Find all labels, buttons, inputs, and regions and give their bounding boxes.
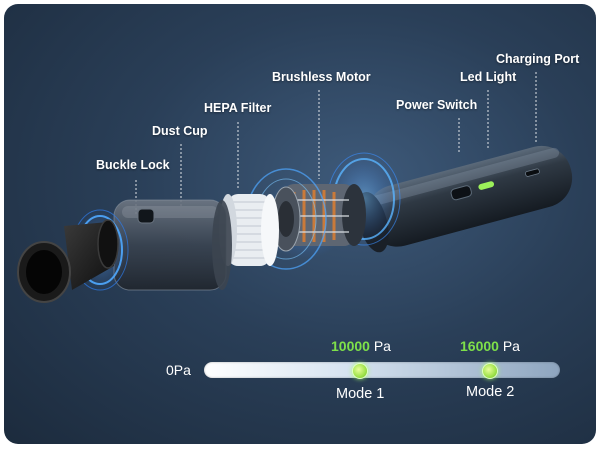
label-power-switch: Power Switch [396,98,478,112]
mode-2-knob [482,363,498,379]
mode-2-pressure: 16000 Pa [460,338,520,354]
label-dust-cup: Dust Cup [152,124,208,138]
mode-1-label: Mode 1 [336,386,385,402]
nozzle [17,219,119,303]
product-infographic: Buckle Lock Dust Cup HEPA Filter Brushle… [4,4,596,444]
dust-cup [113,199,232,291]
vacuum-exploded-view [17,72,573,303]
slider-start-label: 0Pa [166,362,191,378]
mode-2-pressure-unit: Pa [502,338,520,354]
label-charging-port: Charging Port [496,52,580,66]
label-brushless-motor: Brushless Motor [272,70,371,84]
label-buckle-lock: Buckle Lock [96,158,170,172]
mode-1-pressure-unit: Pa [373,338,391,354]
mode-2-label: Mode 2 [466,384,515,400]
label-led-light: Led Light [460,70,517,84]
suction-slider-track [204,362,560,378]
mode-1-knob [352,363,368,379]
mode-2-pressure-value: 16000 [460,338,499,354]
mode-1-pressure-value: 10000 [331,338,370,354]
label-hepa-filter: HEPA Filter [204,101,272,115]
mode-1-pressure: 10000 Pa [331,338,391,354]
